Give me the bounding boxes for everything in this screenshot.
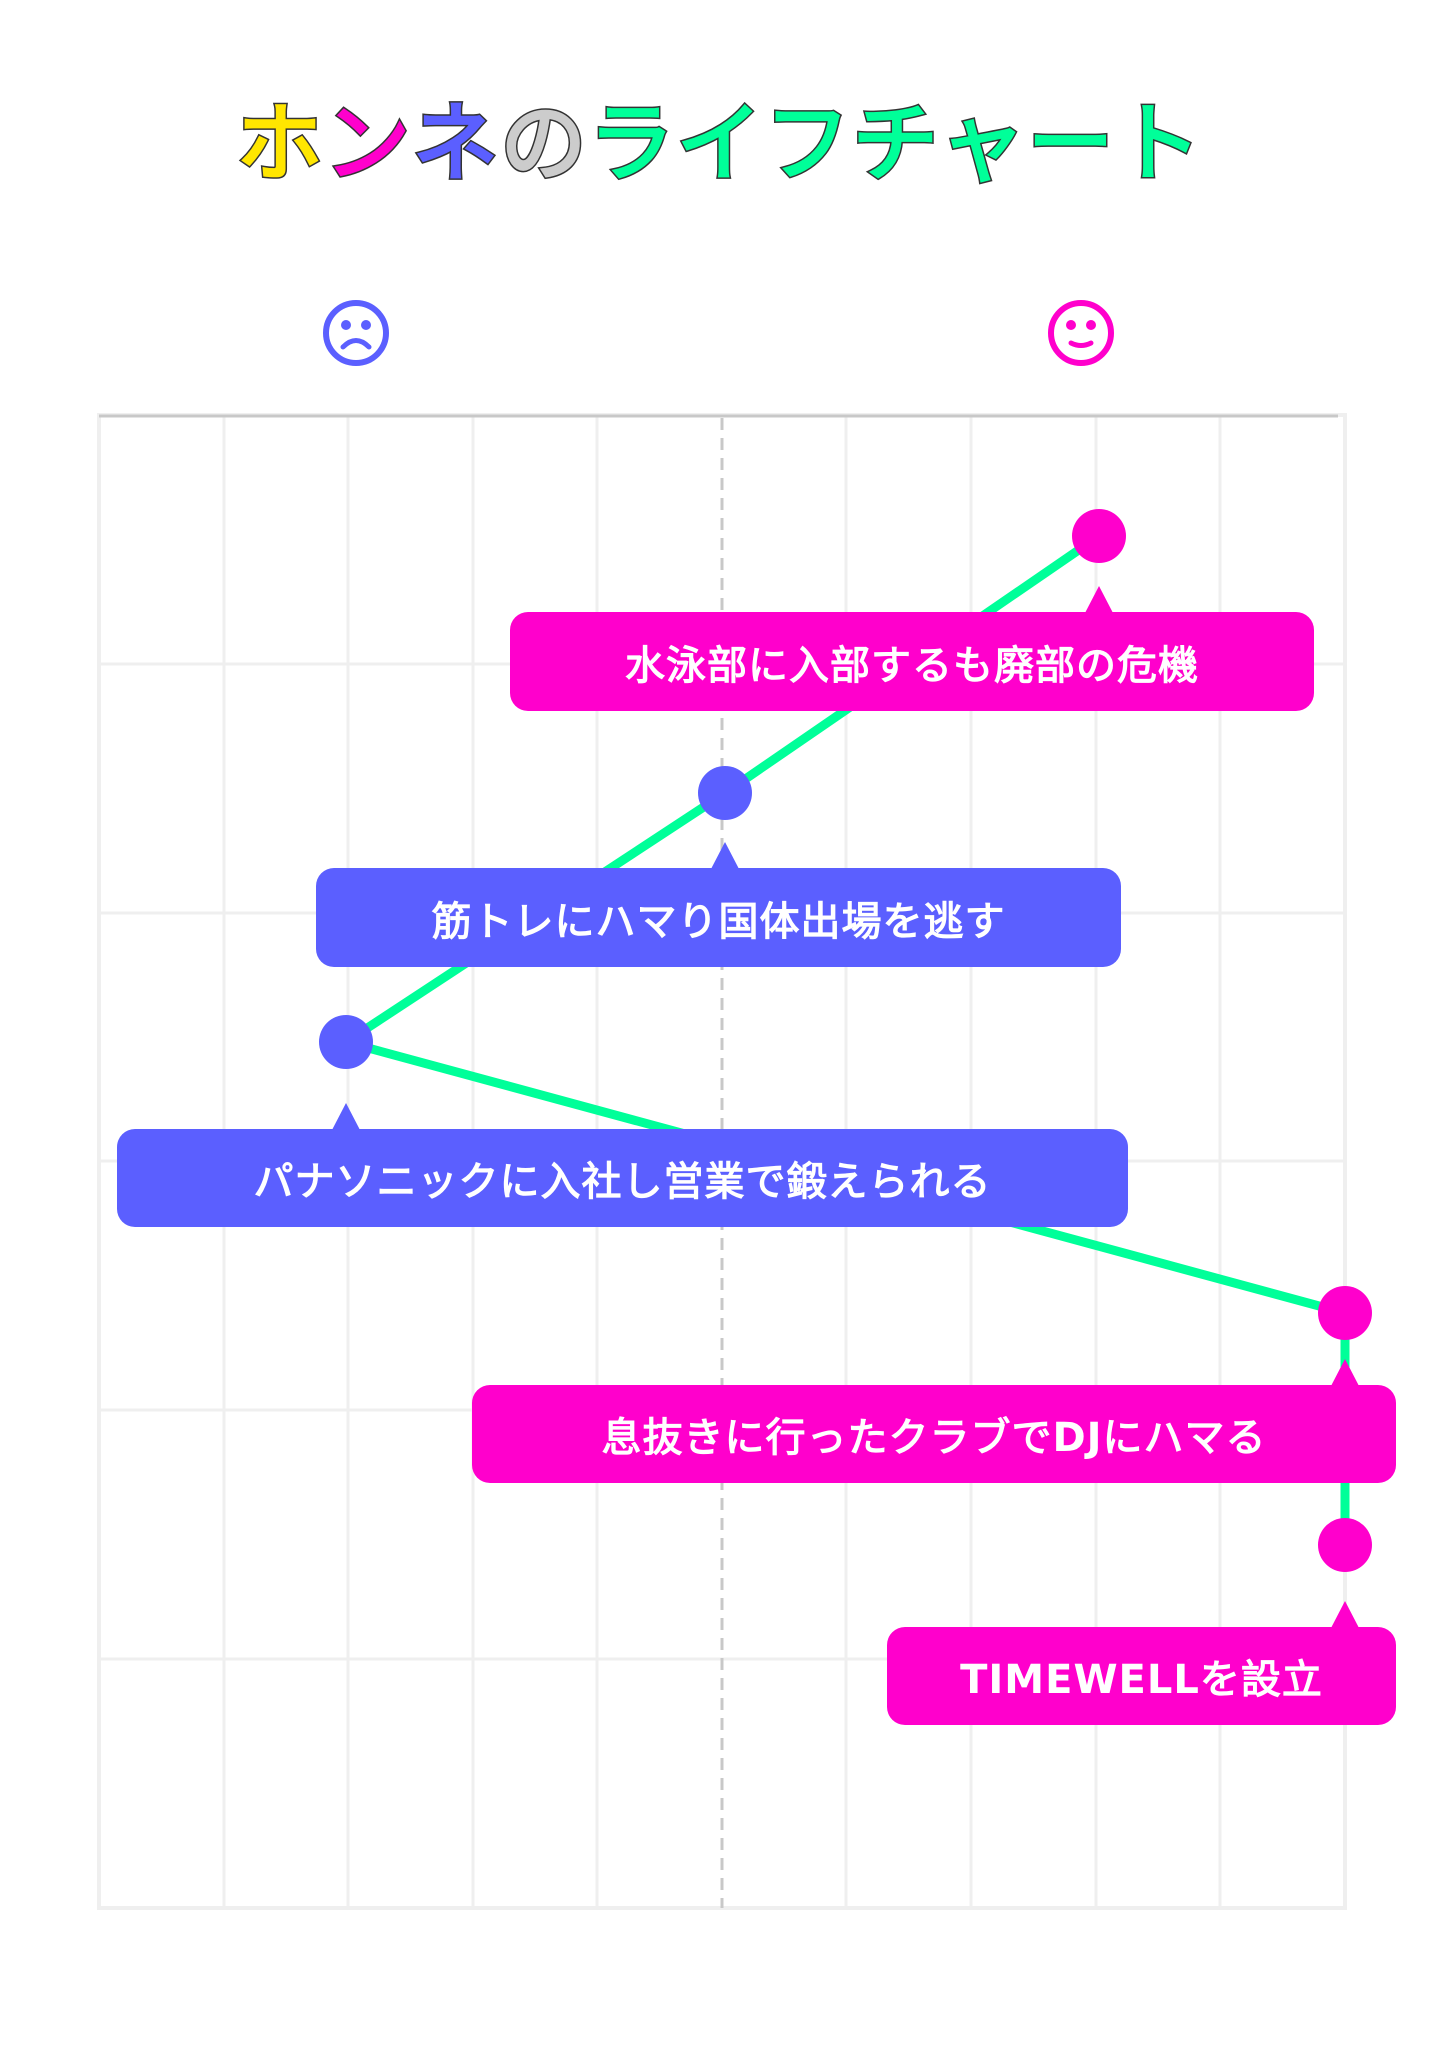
title-part-n: ン [323, 94, 413, 194]
event-label-5: TIMEWELLを設立 [887, 1601, 1396, 1725]
pointer-icon [1331, 1601, 1359, 1628]
data-point-2 [698, 766, 752, 820]
happy-face-icon [1048, 300, 1114, 366]
sad-face-icon [323, 300, 389, 366]
pointer-icon [332, 1103, 360, 1130]
pointer-icon [1331, 1359, 1359, 1386]
title-part-no: の [499, 94, 589, 194]
title-part-ne: ネ [411, 94, 501, 194]
data-point-1 [1072, 509, 1126, 563]
chart-title: ホンネのライフチャート [0, 94, 1440, 194]
data-point-5 [1318, 1518, 1372, 1572]
data-point-4 [1318, 1286, 1372, 1340]
pointer-icon [711, 842, 739, 869]
event-label-3: パナソニックに入社し営業で鍛えられる [117, 1103, 1128, 1227]
event-label-2: 筋トレにハマり国体出場を逃す [316, 842, 1121, 967]
data-point-3 [319, 1015, 373, 1069]
title-part-lifechart: ライフチャート [587, 94, 1204, 194]
event-label-1: 水泳部に入部するも廃部の危機 [510, 586, 1314, 711]
title-part-ho: ホ [235, 94, 325, 194]
pointer-icon [1085, 586, 1113, 613]
event-label-4: 息抜きに行ったクラブでDJにハマる [472, 1359, 1396, 1483]
